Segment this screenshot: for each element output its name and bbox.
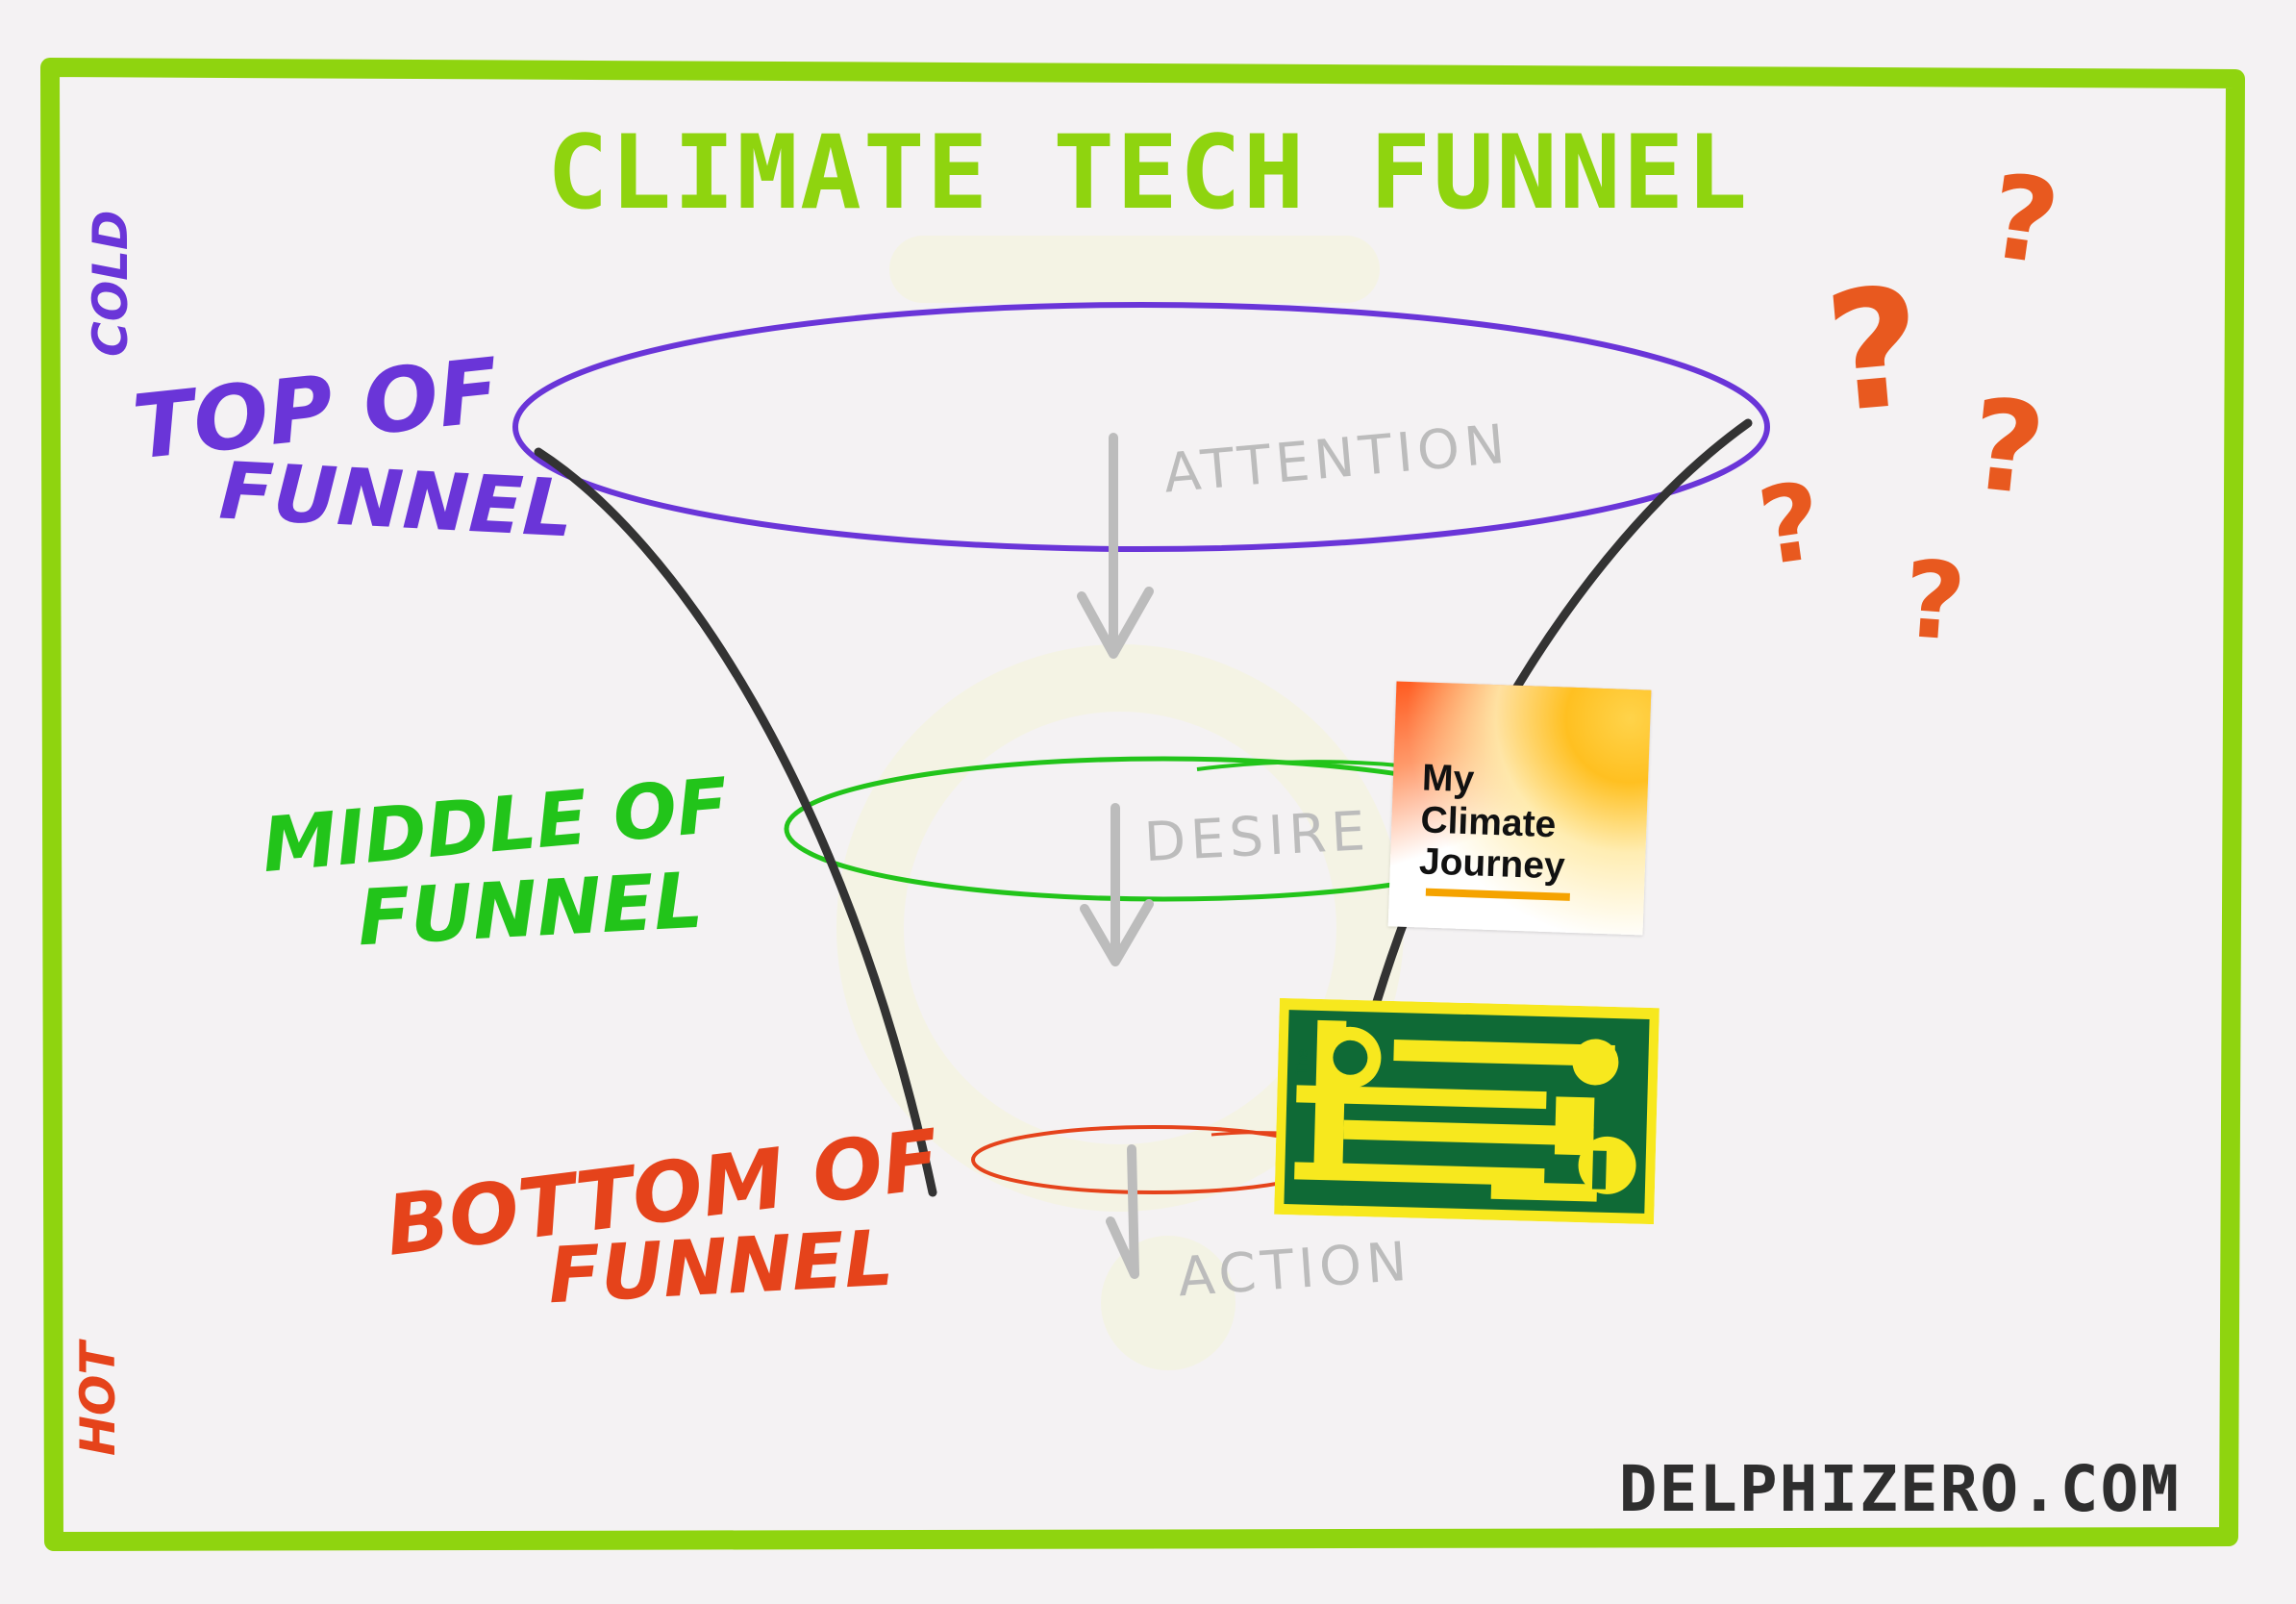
top-ring bbox=[512, 302, 1770, 552]
logo-word-climate: Climate bbox=[1419, 799, 1558, 845]
attention-arrow bbox=[1077, 433, 1154, 659]
diagram-title: CLIMATE TECH FUNNEL bbox=[546, 113, 1750, 232]
question-mark: ? bbox=[1963, 370, 2052, 524]
bottom-of-funnel-label-line2: FUNNEL bbox=[545, 1213, 896, 1321]
desire-arrow bbox=[1080, 803, 1154, 966]
desire-label: DESIRE bbox=[1142, 799, 1372, 875]
logo-word-journey: Journey bbox=[1418, 840, 1566, 889]
aida-arrows bbox=[1077, 433, 1154, 1279]
frame-border bbox=[40, 58, 2245, 1551]
watermark-logo bbox=[836, 236, 1404, 1370]
logo-word-my: My bbox=[1421, 757, 1475, 801]
question-mark: ? bbox=[1818, 252, 1931, 450]
funnel-left-wall bbox=[534, 447, 937, 1197]
my-climate-journey-logo: My Climate Journey bbox=[1387, 681, 1652, 936]
the-deep-logo: The bbox=[1274, 997, 1660, 1225]
middle-of-funnel-label-line2: FUNNEL bbox=[355, 855, 706, 964]
question-mark: ? bbox=[1899, 537, 1970, 665]
my-climate-journey-wordmark: My Climate Journey bbox=[1418, 757, 1568, 888]
hot-label: HOT bbox=[70, 1341, 126, 1457]
cold-label: COLD bbox=[83, 210, 138, 358]
action-arrow bbox=[1106, 1144, 1139, 1279]
top-of-funnel-label-line2: FUNNEL bbox=[216, 445, 576, 556]
logo-underline bbox=[1425, 888, 1570, 901]
the-deep-prefix: The bbox=[1294, 1049, 1311, 1076]
website-url: DELPHIZERO.COM bbox=[1618, 1452, 2181, 1526]
